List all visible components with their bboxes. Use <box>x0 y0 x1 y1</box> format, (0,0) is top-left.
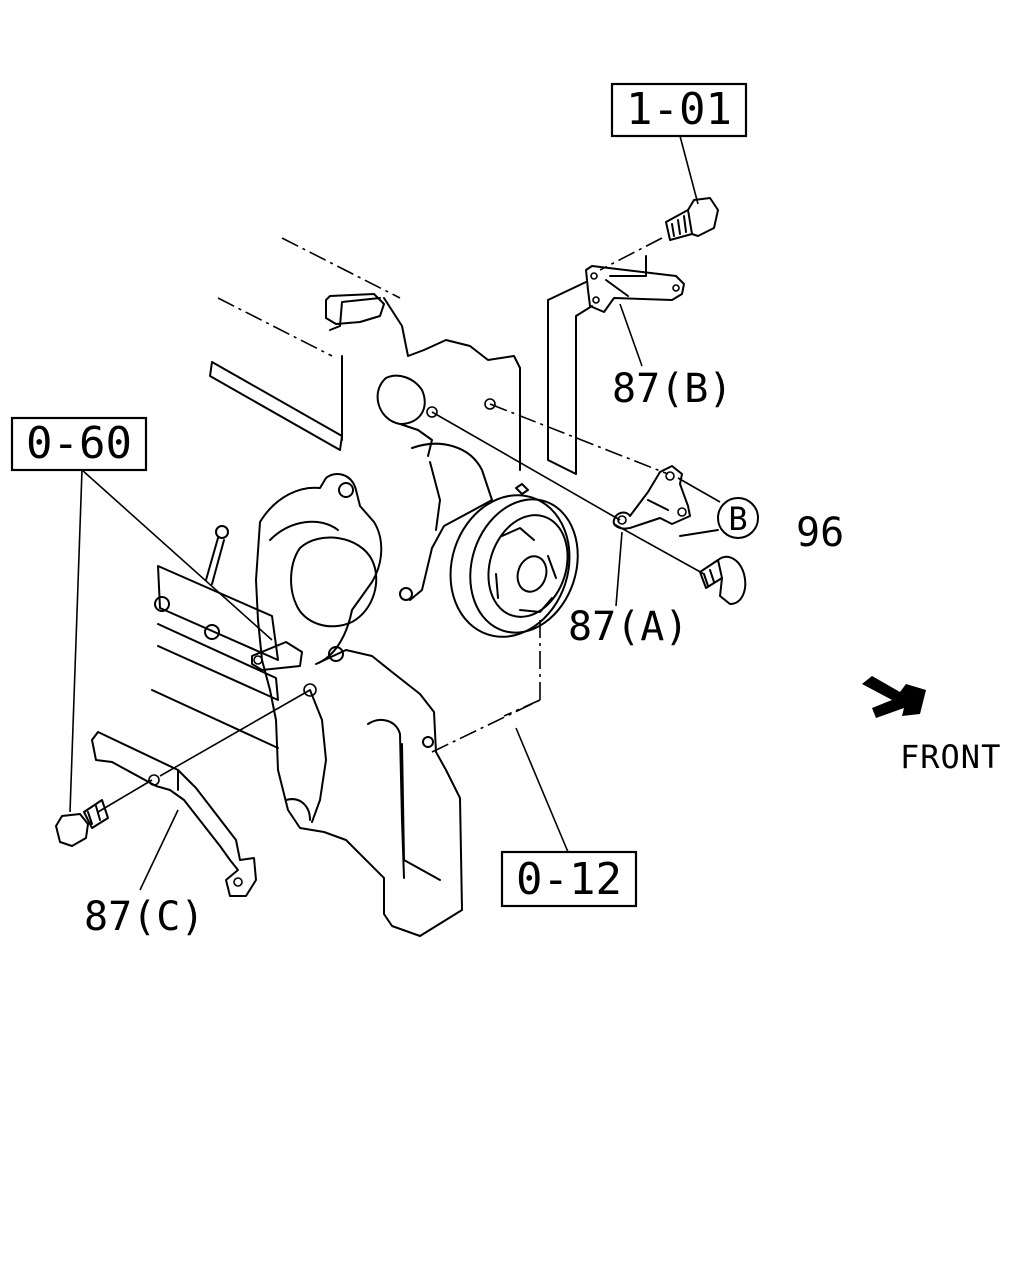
ref-box-1-01[interactable]: 1-01 <box>610 82 748 138</box>
engine-outline <box>151 237 647 937</box>
ref-label-0-60: 0-60 <box>26 418 132 469</box>
circle-b-marker: B <box>717 497 759 539</box>
bracket-87a <box>612 465 719 537</box>
callout-87a: 87(A) <box>568 604 688 650</box>
callout-87c: 87(C) <box>84 894 204 940</box>
front-seal-ring <box>290 536 378 628</box>
oil-cap-shape <box>325 293 385 325</box>
ref-label-0-12: 0-12 <box>516 854 622 905</box>
front-arrow-icon <box>862 676 926 718</box>
leader-lines <box>69 135 721 891</box>
bracket-87c <box>91 731 257 897</box>
mount-tab <box>251 641 317 697</box>
bolt-lower <box>55 799 109 847</box>
ref-label-1-01: 1-01 <box>626 84 732 135</box>
thermostat-housing <box>376 374 426 425</box>
callout-96: 96 <box>796 510 844 556</box>
front-label: FRONT <box>900 738 1001 776</box>
fan-pulley <box>449 483 579 638</box>
callout-87b: 87(B) <box>612 366 732 412</box>
circle-b-label: B <box>728 500 747 538</box>
bolt-upper <box>665 197 719 241</box>
bracket-87b <box>585 265 685 313</box>
ref-box-0-60[interactable]: 0-60 <box>10 416 148 472</box>
ref-box-0-12[interactable]: 0-12 <box>500 850 638 908</box>
timing-cover <box>255 473 463 937</box>
bolt-96 <box>699 555 747 605</box>
